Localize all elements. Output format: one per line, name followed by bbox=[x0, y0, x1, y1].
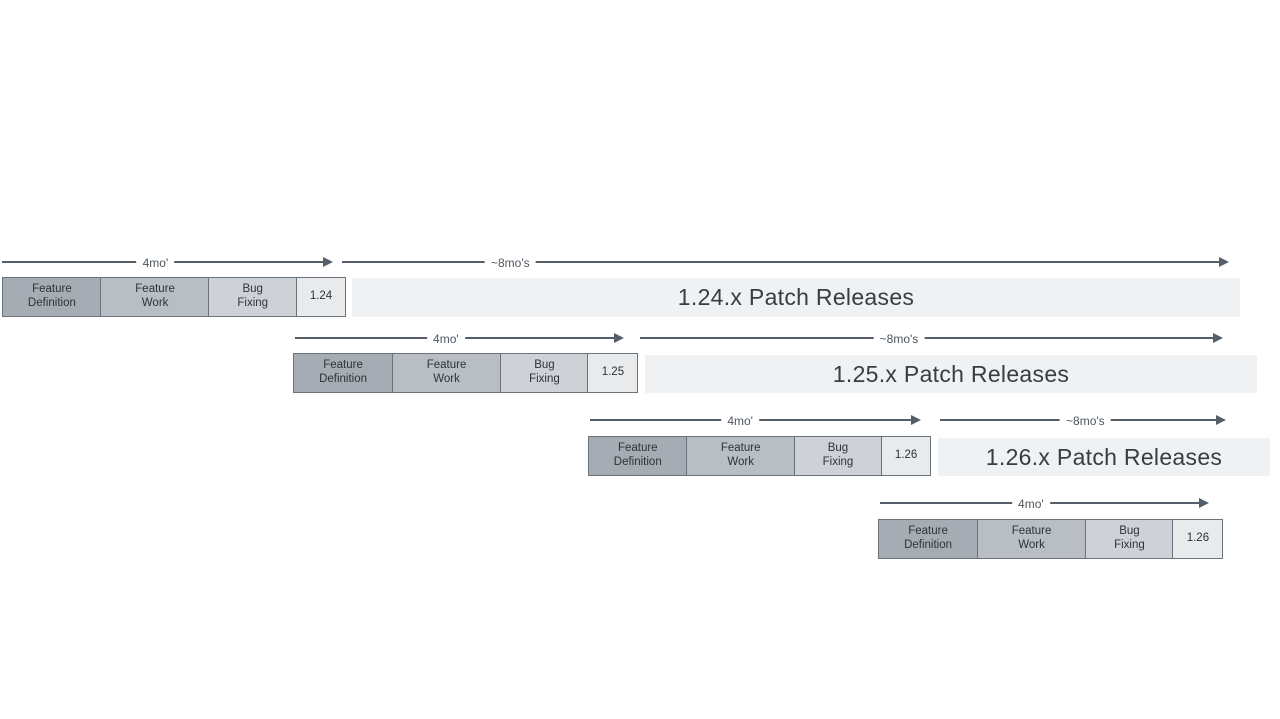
phase-feature-definition: Feature Definition bbox=[588, 436, 688, 476]
release-row-1-25: Feature Definition Feature Work Bug Fixi… bbox=[293, 353, 643, 393]
phase-bug-fixing: Bug Fixing bbox=[1084, 519, 1174, 559]
duration-label: ~8mo's bbox=[485, 255, 536, 271]
phase-feature-definition: Feature Definition bbox=[878, 519, 979, 559]
patch-releases-bar: 1.25.x Patch Releases bbox=[645, 355, 1257, 393]
phase-feature-definition: Feature Definition bbox=[293, 353, 394, 393]
arrow-line bbox=[342, 261, 1222, 263]
phase-feature-definition: Feature Definition bbox=[2, 277, 102, 317]
phase-feature-work: Feature Work bbox=[686, 436, 796, 476]
dev-cycle-arrow: 4mo' bbox=[880, 496, 1209, 512]
phase-bug-fixing: Bug Fixing bbox=[499, 353, 589, 393]
duration-label: 4mo' bbox=[1012, 496, 1050, 512]
arrow-line bbox=[640, 337, 1216, 339]
duration-label: ~8mo's bbox=[1060, 413, 1111, 429]
patch-cycle-arrow: ~8mo's bbox=[940, 413, 1226, 429]
version-box: 1.25 bbox=[587, 353, 639, 393]
duration-label: 4mo' bbox=[427, 331, 465, 347]
patch-cycle-arrow: ~8mo's bbox=[640, 331, 1223, 347]
release-row-1-24: Feature Definition Feature Work Bug Fixi… bbox=[2, 277, 351, 317]
phase-feature-work: Feature Work bbox=[100, 277, 210, 317]
version-box: 1.24 bbox=[295, 277, 347, 317]
duration-label: 4mo' bbox=[721, 413, 759, 429]
dev-cycle-arrow: 4mo' bbox=[295, 331, 624, 347]
phase-feature-work: Feature Work bbox=[976, 519, 1087, 559]
arrowhead-icon bbox=[1216, 415, 1226, 425]
version-box: 1.26 bbox=[880, 436, 932, 476]
dev-cycle-arrow: 4mo' bbox=[590, 413, 921, 429]
duration-label: 4mo' bbox=[136, 255, 175, 271]
duration-label: ~8mo's bbox=[873, 331, 925, 347]
release-row-1-26: Feature Definition Feature Work Bug Fixi… bbox=[588, 436, 936, 476]
version-box: 1.26 bbox=[1172, 519, 1224, 559]
patch-releases-bar: 1.24.x Patch Releases bbox=[352, 278, 1240, 317]
arrowhead-icon bbox=[911, 415, 921, 425]
arrowhead-icon bbox=[1219, 257, 1229, 267]
phase-feature-work: Feature Work bbox=[391, 353, 502, 393]
phase-bug-fixing: Bug Fixing bbox=[208, 277, 298, 317]
arrowhead-icon bbox=[1213, 333, 1223, 343]
release-row-next: Feature Definition Feature Work Bug Fixi… bbox=[878, 519, 1228, 559]
arrowhead-icon bbox=[1199, 498, 1209, 508]
dev-cycle-arrow: 4mo' bbox=[2, 255, 333, 271]
arrowhead-icon bbox=[614, 333, 624, 343]
phase-bug-fixing: Bug Fixing bbox=[793, 436, 883, 476]
arrowhead-icon bbox=[323, 257, 333, 267]
patch-cycle-arrow: ~8mo's bbox=[342, 255, 1229, 271]
patch-releases-bar: 1.26.x Patch Releases bbox=[938, 438, 1270, 476]
